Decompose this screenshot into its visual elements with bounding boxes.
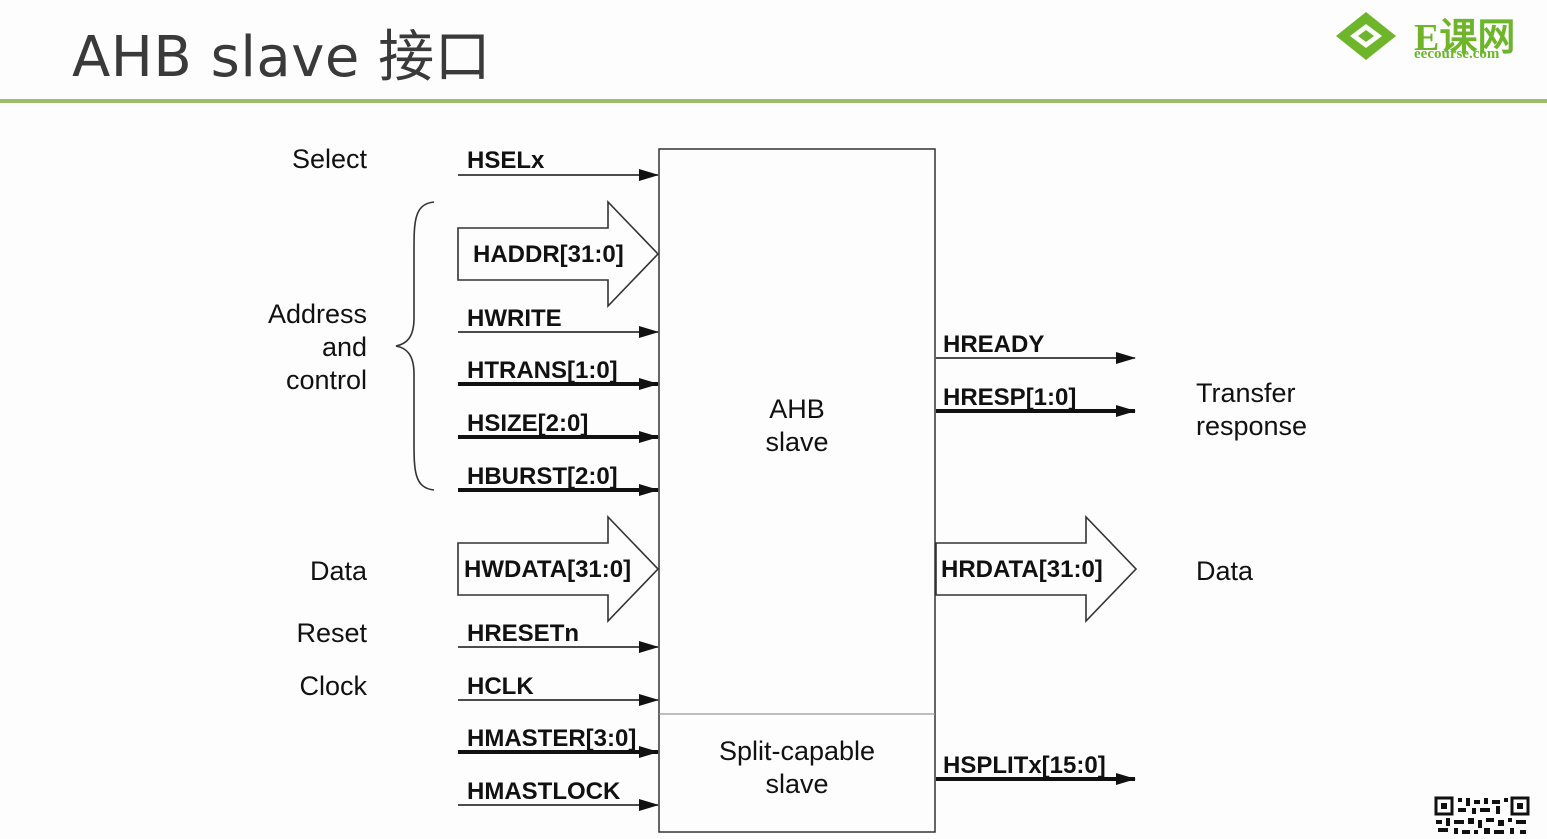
split-label-line1: Split-capable: [719, 736, 875, 766]
htrans-label: HTRANS[1:0]: [467, 357, 618, 384]
hsel-label: HSELx: [467, 147, 545, 174]
hmastlock-label: HMASTLOCK: [467, 778, 621, 805]
group-label-data-in: Data: [310, 556, 368, 586]
hwdata-bus-arrow: [457, 515, 660, 623]
hsize-label: HSIZE[2:0]: [467, 410, 588, 437]
haddr-label: HADDR[31:0]: [473, 241, 624, 268]
logo-url: eecourse.com: [1414, 46, 1500, 62]
hwrite-label: HWRITE: [467, 305, 562, 332]
hburst-label: HBURST[2:0]: [467, 463, 618, 490]
group-label-transfer-1: Transfer: [1196, 378, 1296, 408]
eecourse-logo: E课网 eecourse.com: [1330, 6, 1540, 66]
logo-text: E课网: [1414, 17, 1516, 59]
hrdata-bus-arrow: [935, 515, 1138, 623]
address-control-brace: [395, 201, 435, 491]
block-label-line1: AHB: [769, 394, 825, 424]
logo-diamond-icon: [1336, 12, 1396, 60]
group-label-address-3: control: [286, 365, 367, 395]
group-label-address-2: and: [322, 332, 367, 362]
hready-label: HREADY: [943, 331, 1044, 358]
hsplit-label: HSPLITx[15:0]: [943, 752, 1106, 779]
group-label-select: Select: [292, 144, 368, 174]
hrdata-label: HRDATA[31:0]: [941, 556, 1103, 583]
page-title: AHB slave 接口: [72, 25, 492, 90]
hmaster-label: HMASTER[3:0]: [467, 725, 636, 752]
split-label-line2: slave: [765, 769, 828, 799]
haddr-bus-arrow: [457, 200, 660, 308]
hresetn-label: HRESETn: [467, 620, 579, 647]
block-label-line2: slave: [765, 427, 828, 457]
hwdata-label: HWDATA[31:0]: [464, 556, 631, 583]
group-label-transfer-2: response: [1196, 411, 1307, 441]
ahb-slave-block: [658, 148, 936, 833]
group-label-reset: Reset: [296, 618, 367, 648]
hclk-label: HCLK: [467, 673, 534, 700]
hresp-label: HRESP[1:0]: [943, 384, 1076, 411]
qr-code-icon: [1434, 796, 1530, 836]
group-label-address-1: Address: [268, 299, 367, 329]
group-label-data-out: Data: [1196, 556, 1254, 586]
group-label-clock: Clock: [299, 671, 367, 701]
title-divider: [0, 99, 1547, 103]
